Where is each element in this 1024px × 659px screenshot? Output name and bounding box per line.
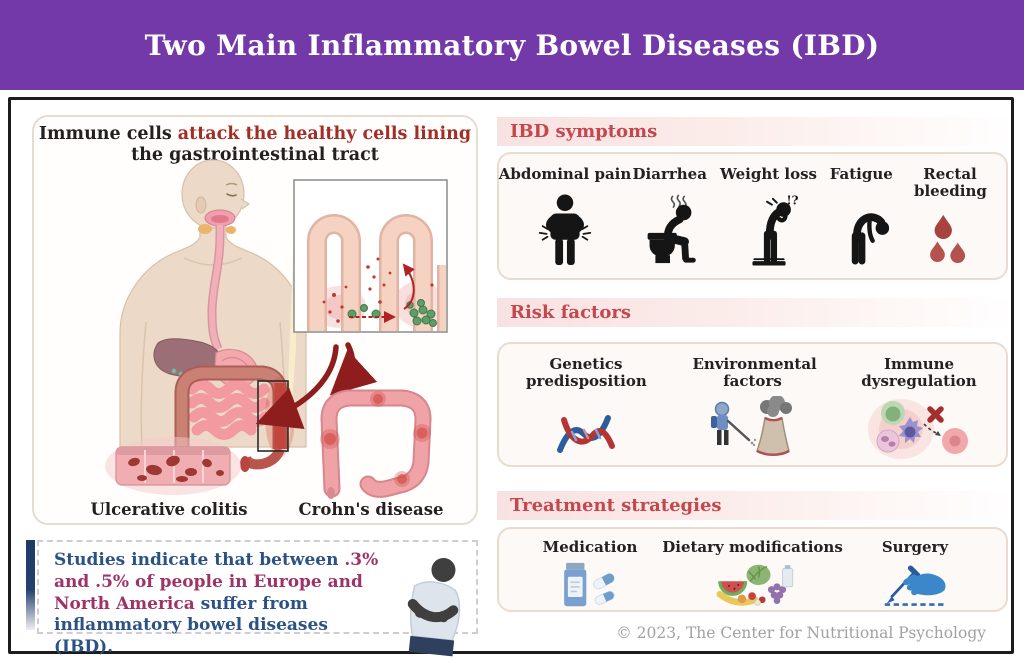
page-title: Two Main Inflammatory Bowel Diseases (IB… (144, 28, 880, 62)
symptom-label: Weight loss (720, 165, 818, 183)
weight-loss-annotation: !? (786, 194, 797, 208)
risk-card: Genetics predisposition Environmental fa… (497, 342, 1008, 467)
symptom-label: Abdominal pain (498, 165, 632, 183)
symptoms-banner: IBD symptoms (497, 117, 1008, 146)
digestive-organs (153, 225, 295, 472)
disease-arrows (255, 342, 378, 429)
treatment-banner: Treatment strategies (497, 491, 1008, 520)
symptom-diarrhea: Diarrhea (632, 165, 708, 272)
treatment-label: Medication (542, 538, 638, 556)
symptoms-card: Abdominal pain (497, 152, 1008, 280)
diarrhea-icon (647, 194, 696, 264)
dna-icon (557, 414, 615, 453)
symptom-abdominal-pain: Abdominal pain (499, 165, 631, 272)
treatment-surgery: Surgery (840, 538, 990, 607)
crohns-disease-label: Crohn's disease (298, 500, 444, 519)
symptom-label: Diarrhea (632, 165, 707, 183)
inflamed-patches (320, 391, 431, 487)
symptom-weight-loss: Weight loss !? (720, 165, 818, 272)
ulcerative-colitis-image (105, 437, 241, 495)
copyright-text: © 2023, The Center for Nutritional Psych… (616, 624, 986, 642)
risk-label: Genetics predisposition (526, 355, 647, 391)
treatment-diet: Dietary modifications (662, 538, 843, 606)
ulcerative-colitis-label: Ulcerative colitis (90, 500, 248, 519)
risk-label: Environmental factors (692, 355, 817, 391)
treatment-medication: Medication (515, 538, 665, 607)
smoke (759, 396, 792, 418)
surgery-icon (884, 565, 946, 607)
stats-accent-bar (26, 540, 35, 630)
symptom-fatigue: Fatigue (829, 165, 893, 272)
heading-part2: the gastrointestinal tract (131, 145, 379, 165)
treatment-card: Medication D (497, 527, 1008, 612)
diet-icon (716, 564, 793, 606)
risk-title: Risk factors (510, 302, 631, 323)
title-bar: Two Main Inflammatory Bowel Diseases (IB… (0, 0, 1024, 90)
treatment-label: Dietary modifications (662, 538, 843, 556)
stats-part2: .3% and .5% of people in Europe and Nort… (54, 550, 379, 614)
medication-icon (564, 563, 615, 607)
risk-genetics: Genetics predisposition (511, 355, 661, 459)
rectal-bleeding-icon (930, 214, 966, 263)
risk-banner: Risk factors (497, 298, 1008, 327)
ulcer-spots (128, 455, 224, 482)
risk-environmental: Environmental factors (673, 355, 833, 459)
risk-label: Immune dysregulation (861, 355, 977, 391)
anatomy-heading: Immune cells attack the healthy cells li… (34, 124, 476, 166)
stats-text: Studies indicate that between .3% and .5… (54, 550, 392, 659)
stats-callout: Studies indicate that between .3% and .5… (37, 540, 478, 657)
fatigue-icon (852, 213, 890, 265)
immune-cells-icon (868, 398, 968, 459)
weight-loss-icon: !? (751, 194, 798, 266)
treatment-title: Treatment strategies (510, 495, 722, 516)
heading-part1: Immune cells (38, 124, 178, 144)
symptom-label: Rectal bleeding (914, 165, 987, 201)
crohns-disease-image (320, 389, 432, 499)
risk-immune: Immune dysregulation (844, 355, 994, 459)
pollution-icon (710, 396, 792, 457)
treatment-label: Surgery (881, 538, 949, 556)
inflammation-dots (322, 257, 434, 323)
stats-part1: Studies indicate that between (54, 550, 345, 570)
anatomy-panel: Immune cells attack the healthy cells li… (32, 115, 478, 525)
person-stomach-pain-illustration (407, 557, 461, 657)
heading-highlight: attack the healthy cells lining (177, 124, 472, 144)
symptom-rectal-bleeding: Rectal bleeding (908, 165, 992, 272)
symptom-label: Fatigue (829, 165, 893, 183)
stats-part3: suffer from inflammatory bowel diseases … (54, 593, 328, 658)
symptoms-title: IBD symptoms (510, 121, 658, 142)
mucosa-inset (293, 179, 448, 333)
gi-tract-illustration (105, 159, 448, 499)
abdominal-pain-icon (538, 194, 592, 266)
